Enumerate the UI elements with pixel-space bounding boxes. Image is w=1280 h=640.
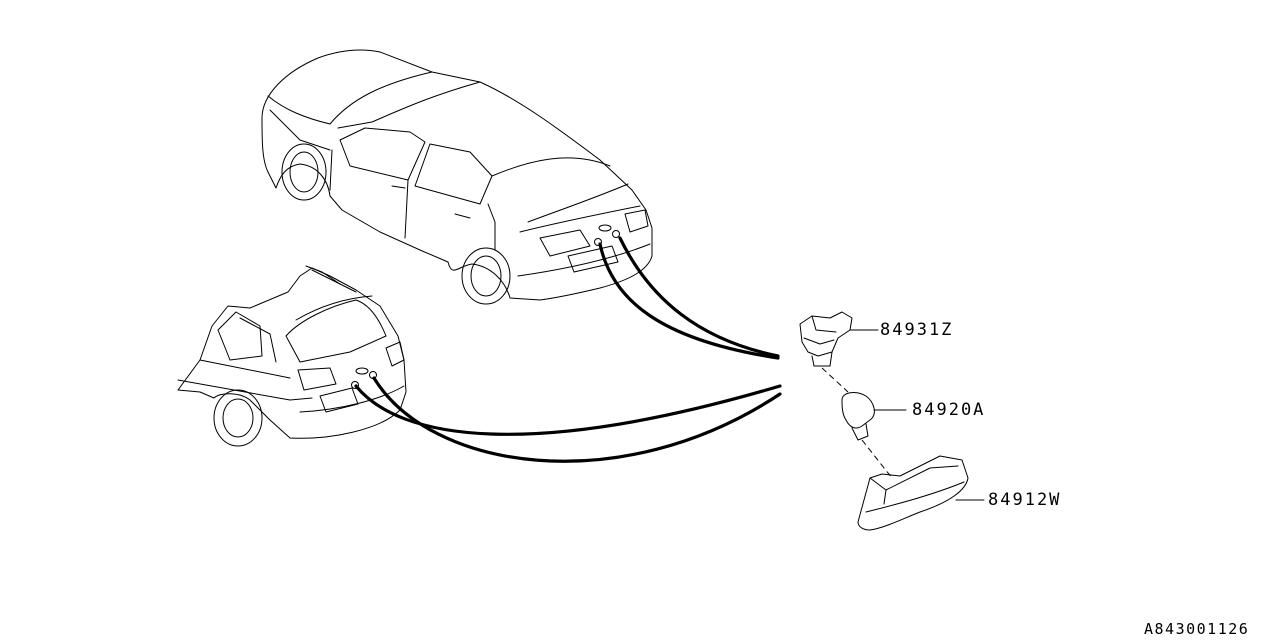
callout-label-socket: 84931Z	[880, 320, 954, 340]
callout-label-lamp: 84912W	[988, 490, 1062, 510]
lamp-part	[857, 455, 985, 531]
callout-label-bulb: 84920A	[912, 400, 986, 420]
bulb-part	[821, 367, 907, 479]
socket-part	[799, 311, 879, 367]
connection-wires	[354, 236, 782, 463]
sedan-illustration	[261, 49, 653, 305]
reference-code: A843001126	[1144, 620, 1250, 638]
wagon-illustration	[177, 265, 407, 447]
